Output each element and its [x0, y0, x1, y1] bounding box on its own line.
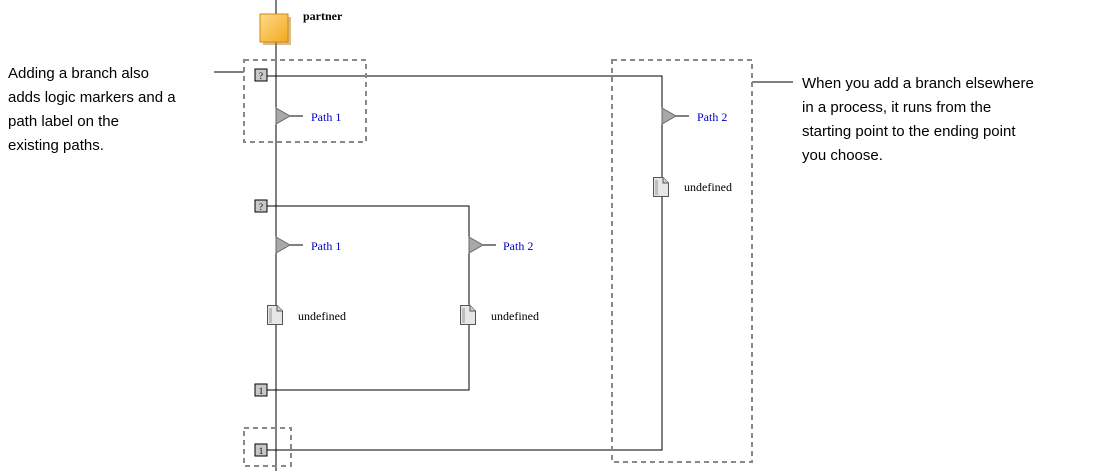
join-marker-icon[interactable]: 1: [254, 383, 268, 397]
svg-text:path label on the: path label on the: [8, 113, 119, 130]
outer-path2-label[interactable]: Path 2: [697, 110, 727, 124]
outer-branch-top-connector: [266, 75, 663, 451]
left-callout-text: Adding a branch also adds logic markers …: [8, 65, 176, 154]
path-flag-icon[interactable]: [275, 107, 303, 125]
right-callout-text: When you add a branch elsewhere in a pro…: [802, 75, 1034, 164]
decision-marker-icon[interactable]: ?: [254, 199, 268, 213]
bottom-highlight-box: [243, 427, 292, 467]
decision-marker-icon[interactable]: ?: [254, 68, 268, 82]
inner-branch-connector: [266, 205, 470, 391]
outer-path1-label[interactable]: Path 1: [311, 110, 341, 124]
join-marker-icon[interactable]: 1: [254, 443, 268, 457]
process-title: partner: [303, 9, 343, 23]
left-highlight-box: [243, 59, 367, 143]
task-box-icon[interactable]: [259, 13, 291, 45]
svg-text:Adding a branch also: Adding a branch also: [8, 65, 149, 82]
inner-path1-label[interactable]: Path 1: [311, 239, 341, 253]
svg-text:adds logic markers and a: adds logic markers and a: [8, 89, 176, 106]
svg-text:?: ?: [259, 202, 263, 212]
right-highlight-box: [611, 59, 753, 463]
svg-text:existing paths.: existing paths.: [8, 137, 104, 154]
svg-text:1: 1: [259, 446, 264, 456]
document-icon[interactable]: [460, 305, 476, 325]
document-icon[interactable]: [267, 305, 283, 325]
inner-path2-label[interactable]: Path 2: [503, 239, 533, 253]
svg-text:starting point to the ending p: starting point to the ending point: [802, 123, 1016, 140]
path-flag-icon[interactable]: [468, 236, 496, 254]
path-flag-icon[interactable]: [275, 236, 303, 254]
svg-text:When you add a branch elsewher: When you add a branch elsewhere: [802, 75, 1034, 92]
svg-text:in a process, it runs from the: in a process, it runs from the: [802, 99, 991, 116]
path-flag-icon[interactable]: [661, 107, 689, 125]
inner-path2-doc-label: undefined: [491, 309, 539, 323]
svg-text:you choose.: you choose.: [802, 147, 883, 164]
outer-path2-doc-label: undefined: [684, 180, 732, 194]
svg-text:1: 1: [259, 386, 264, 396]
inner-path1-doc-label: undefined: [298, 309, 346, 323]
svg-text:?: ?: [259, 71, 263, 81]
document-icon[interactable]: [653, 177, 669, 197]
